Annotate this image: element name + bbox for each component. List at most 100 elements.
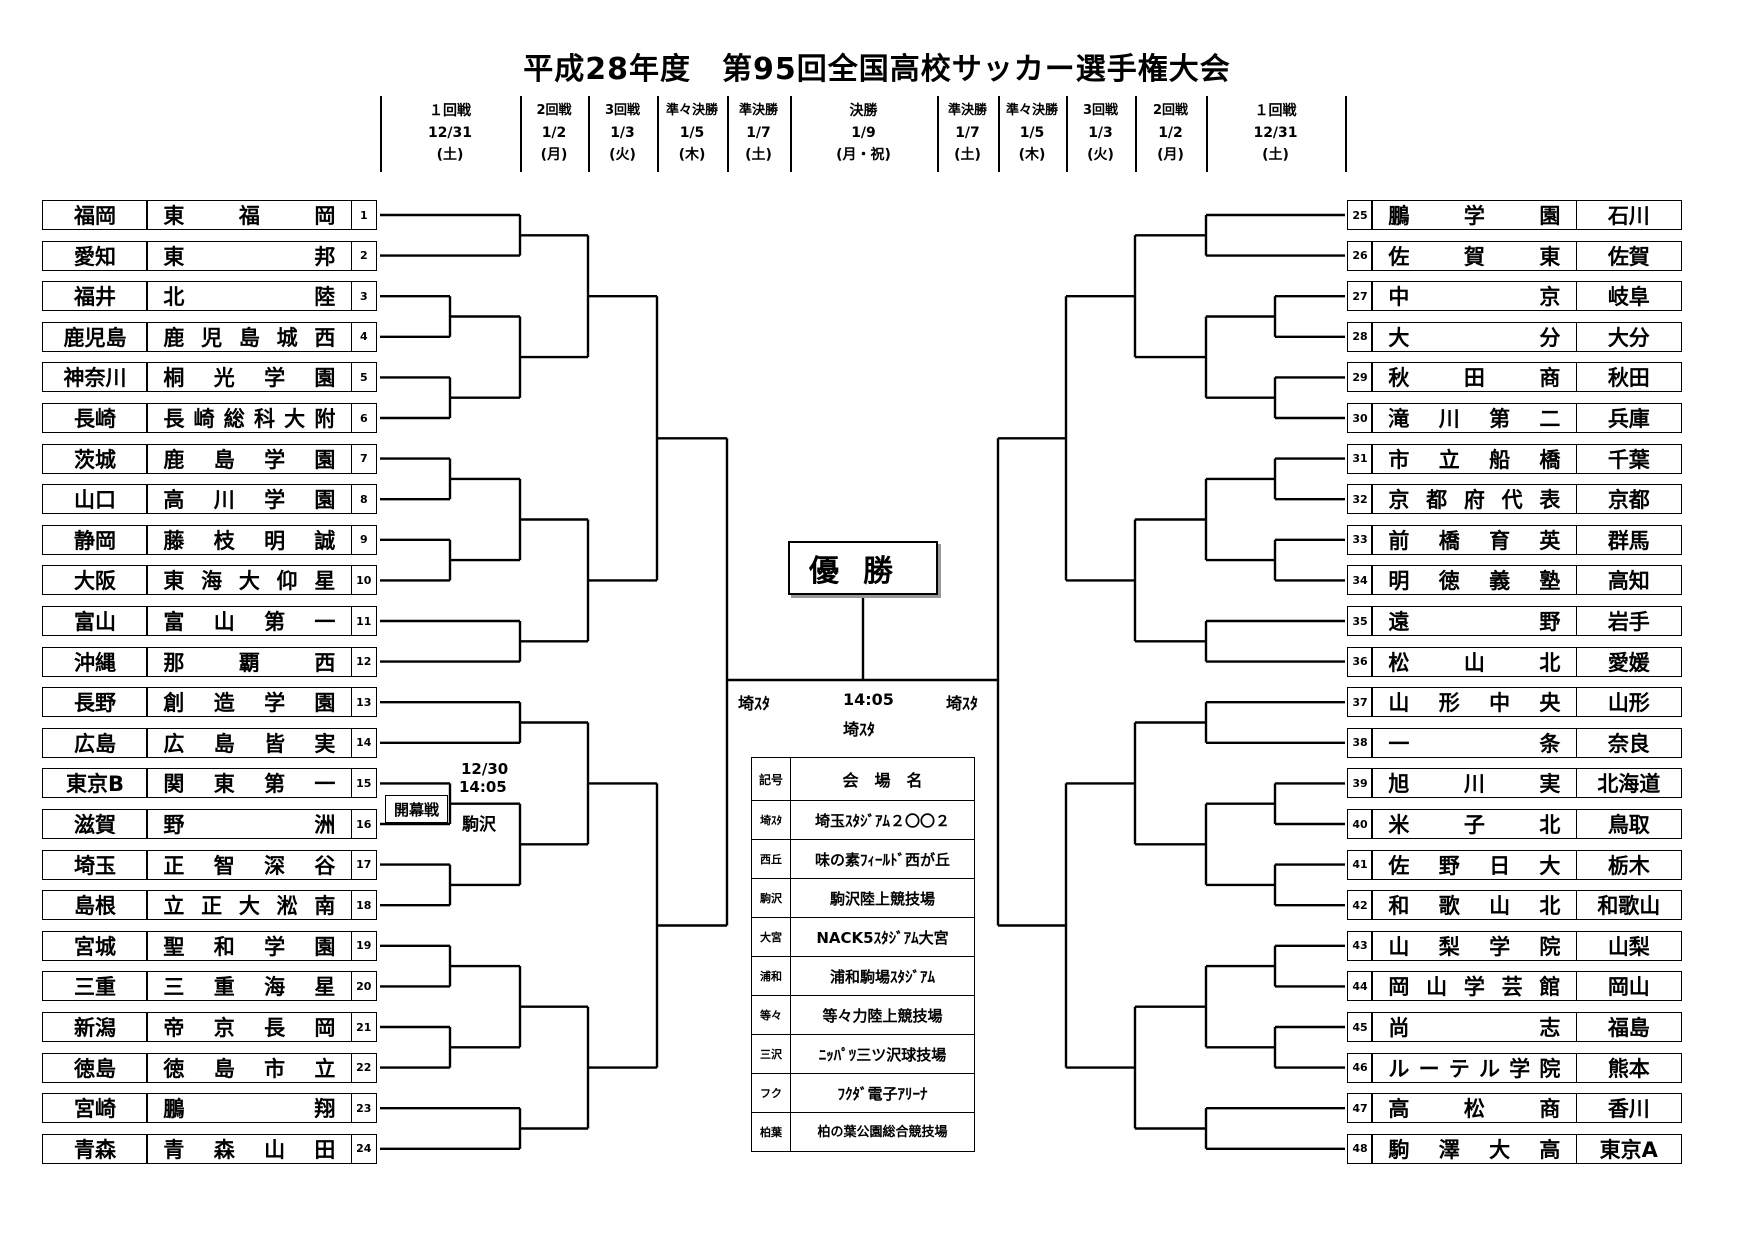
school-char: 志 [1539, 1016, 1561, 1040]
team-school: 岡山学芸館 [1371, 971, 1578, 1002]
school-char: 那 [163, 650, 185, 675]
school-char: 北 [1539, 650, 1561, 675]
team-school: 高川学園 [146, 484, 353, 515]
school-char: 鹿 [163, 447, 185, 472]
school-char: 園 [314, 447, 336, 472]
school-char: 三 [163, 975, 185, 1000]
team-prefecture: 北海道 [1575, 768, 1682, 799]
team-seed-number: 30 [1347, 403, 1373, 433]
school-char: 東 [163, 569, 185, 594]
team-seed-number: 40 [1347, 809, 1373, 839]
team-prefecture: 島根 [42, 890, 148, 921]
school-char: 芸 [1501, 975, 1523, 1000]
team-seed-number: 32 [1347, 484, 1373, 515]
round-header-cell: 準々決勝 1/5 (木) [998, 100, 1066, 172]
team-seed-number: 35 [1347, 606, 1373, 636]
round-date: 1/3 [610, 125, 635, 141]
team-seed-number: 22 [350, 1052, 377, 1083]
school-char: 明 [264, 528, 286, 553]
team-seed-number: 27 [1347, 281, 1373, 312]
school-char: 大 [1388, 325, 1410, 350]
team-prefecture: 鹿児島 [42, 321, 148, 352]
school-char: 松 [1388, 650, 1410, 675]
round-day: (木) [1018, 147, 1046, 163]
school-char: 北 [163, 285, 185, 310]
team-prefecture: 福岡 [42, 200, 148, 230]
team-seed-number: 7 [350, 443, 377, 474]
school-char: ー [1418, 1056, 1440, 1081]
team-school: 山梨学院 [1371, 930, 1578, 961]
final-venue-left: 埼ｽﾀ [738, 694, 771, 713]
school-char: 和 [1388, 894, 1410, 919]
team-school: 鵬翔 [146, 1093, 353, 1124]
school-char: 北 [1539, 894, 1561, 919]
team-seed-number: 37 [1347, 687, 1373, 718]
team-school: 駒澤大高 [1371, 1133, 1578, 1164]
school-char: 大 [1539, 853, 1561, 878]
school-char: 英 [1539, 528, 1561, 553]
school-char: 陸 [314, 285, 336, 310]
team-seed-number: 11 [350, 606, 377, 636]
round-date: 1/5 [1019, 125, 1045, 141]
team-seed-number: 46 [1347, 1052, 1373, 1083]
team-school: 中京 [1371, 281, 1578, 312]
team-prefecture: 宮崎 [42, 1093, 148, 1124]
team-school: 北陸 [146, 281, 353, 312]
school-char: 実 [1539, 772, 1561, 797]
team-school: 徳島市立 [146, 1052, 353, 1083]
round-day: (土) [954, 147, 981, 163]
school-char: 谷 [314, 853, 336, 878]
school-char: 形 [1438, 691, 1460, 716]
team-seed-number: 19 [350, 930, 377, 961]
school-char: 野 [1539, 610, 1561, 634]
team-school: 那覇西 [146, 646, 353, 677]
school-char: 松 [1463, 1097, 1485, 1122]
school-char: 長 [163, 407, 185, 431]
team-prefecture: 奈良 [1575, 727, 1682, 758]
team-seed-number: 16 [350, 809, 377, 839]
team-school: 立正大淞南 [146, 890, 353, 921]
team-prefecture: 富山 [42, 606, 148, 636]
team-seed-number: 20 [350, 971, 377, 1002]
school-char: 大 [238, 894, 260, 919]
team-seed-number: 43 [1347, 930, 1373, 961]
school-char: 央 [1539, 691, 1561, 716]
round-date: 1/9 [851, 125, 876, 141]
team-prefecture: 佐賀 [1575, 240, 1682, 271]
team-seed-number: 2 [350, 240, 377, 271]
school-char: 大 [1489, 1137, 1511, 1162]
team-prefecture: 大分 [1575, 321, 1682, 352]
team-prefecture: 長野 [42, 687, 148, 718]
team-school: 創造学園 [146, 687, 353, 718]
round-name: 3回戦 [1082, 103, 1119, 118]
venue-code: 大宮 [751, 917, 791, 957]
school-char: 日 [1489, 853, 1511, 878]
round-name: １回戦 [1254, 103, 1297, 119]
team-school: 鹿児島城西 [146, 321, 353, 352]
team-school: 秋田商 [1371, 362, 1578, 393]
school-char: 京 [1539, 285, 1561, 310]
team-seed-number: 15 [350, 768, 377, 799]
header-divider [937, 96, 939, 172]
school-char: 明 [1388, 569, 1410, 594]
school-char: 市 [264, 1056, 286, 1081]
team-prefecture: 愛媛 [1575, 646, 1682, 677]
header-divider [1066, 96, 1068, 172]
team-school: 鵬学園 [1371, 200, 1578, 230]
round-name: 準々決勝 [1005, 103, 1058, 118]
school-char: 分 [1539, 325, 1561, 350]
school-char: 岡 [1388, 975, 1410, 1000]
round-date: 12/31 [427, 125, 473, 141]
team-school: 青森山田 [146, 1133, 353, 1164]
round-day: (土) [1262, 147, 1289, 163]
team-prefecture: 東京B [42, 768, 148, 799]
school-char: 遠 [1388, 610, 1410, 634]
